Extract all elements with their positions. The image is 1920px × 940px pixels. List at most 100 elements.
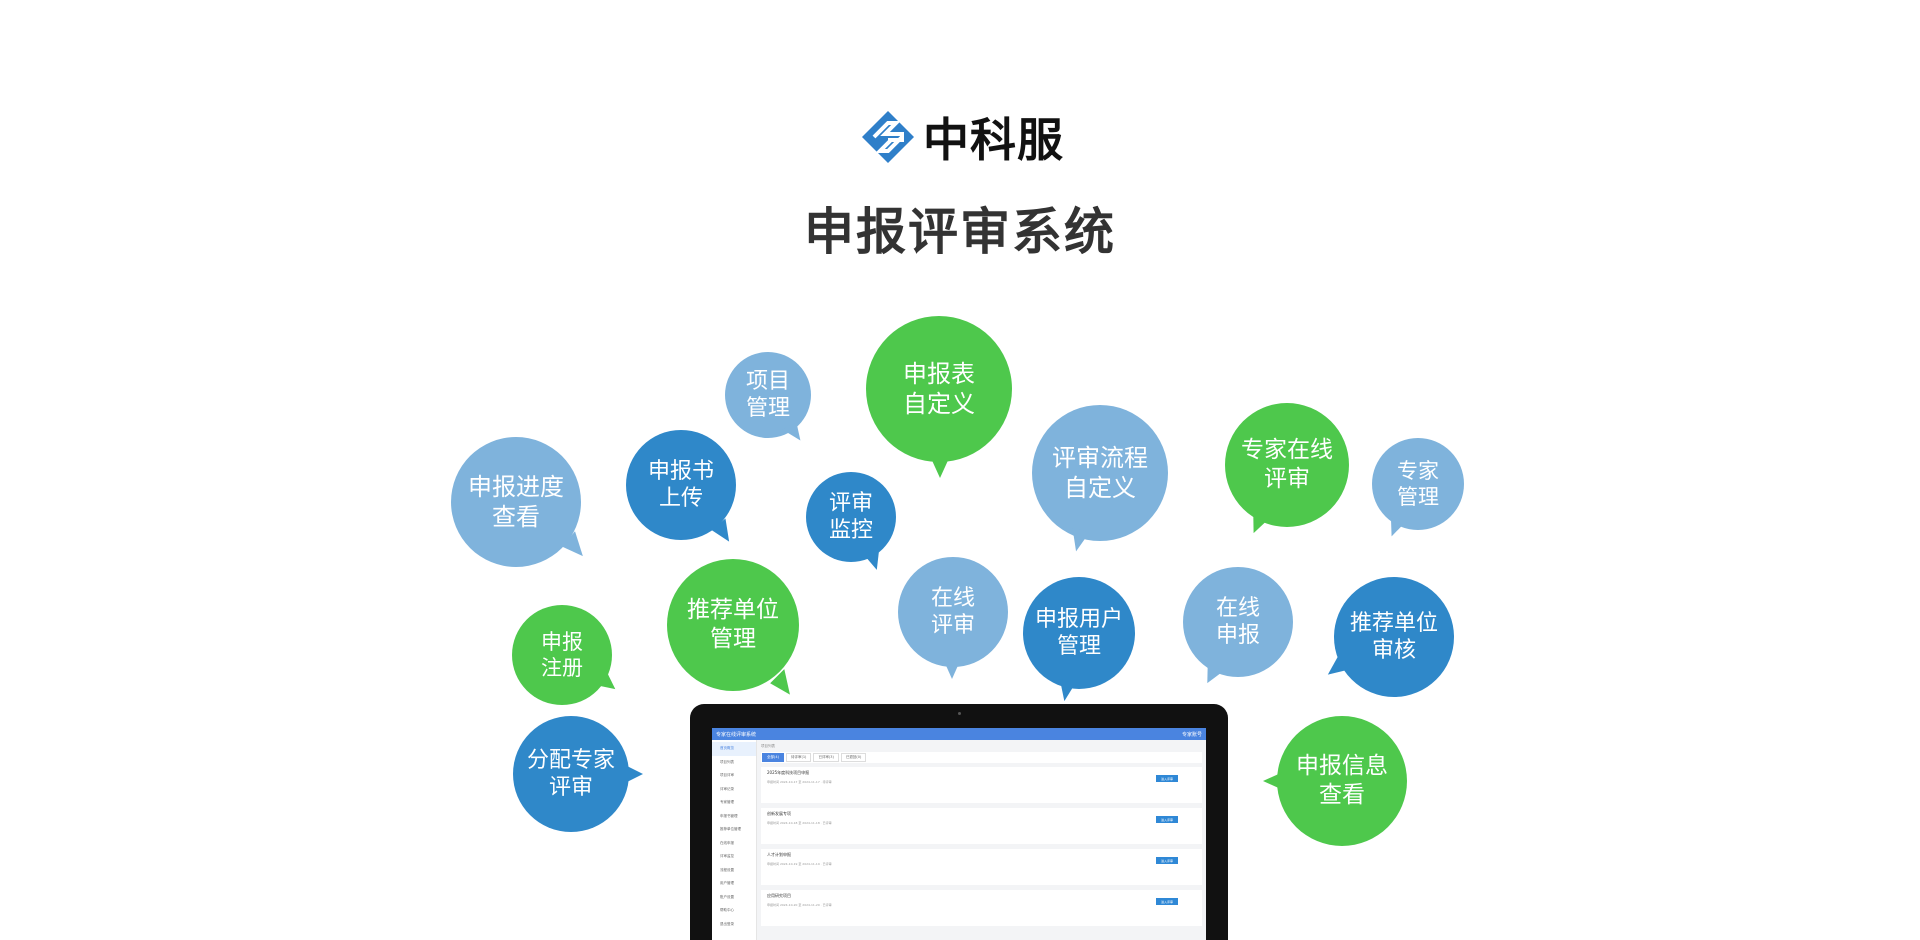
screen-breadcrumb: 项目列表 <box>761 744 775 748</box>
bubble-tail <box>1054 679 1076 703</box>
brand-mark-icon <box>862 111 914 163</box>
bubble-tail <box>596 669 622 695</box>
bubble-line: 上传 <box>658 486 703 511</box>
screen-card-button: 进入评审 <box>1156 898 1178 905</box>
screen-sidebar-item: 评审监控 <box>720 854 734 859</box>
screen-sidebar-item: 首页概览 <box>712 742 756 756</box>
screen-main: 项目列表 全部(4) 待评审(1) 已评审(3) 已退回(0) 2025年度科技… <box>757 740 1206 940</box>
screen-header: 专家在线评审系统 专家账号 <box>712 728 1206 740</box>
bubble-line: 推荐单位 <box>1349 610 1438 636</box>
bubble-line: 在线 <box>1215 595 1260 621</box>
bubble-line: 评审 <box>1264 466 1310 492</box>
bubble-line: 专家在线 <box>1241 437 1333 464</box>
laptop-mockup: 专家在线评审系统 专家账号 首页概览 项目列表 项目评审 评审记录 专家管理 申… <box>690 704 1228 940</box>
brand-name: 中科服 <box>923 113 1064 167</box>
bubble-line: 申报 <box>541 629 583 654</box>
laptop-screen: 专家在线评审系统 专家账号 首页概览 项目列表 项目评审 评审记录 专家管理 申… <box>712 728 1206 940</box>
bubble-line: 查看 <box>492 503 540 531</box>
screen-card-meta: 申报时间 2024-10-20 至 2024-11-20 · 已评审 <box>767 903 832 907</box>
bubble-tail <box>781 422 805 446</box>
bubble-progress-view: 申报进度 查看 <box>451 437 592 567</box>
bubble-line: 专家 <box>1397 458 1439 483</box>
bubble-tail <box>1064 526 1090 554</box>
bubble-line: 推荐单位 <box>687 597 779 624</box>
screen-card-meta: 申报时间 2024-10-17 至 2024-11-17 · 待评审 <box>767 780 832 784</box>
bubble-tail <box>944 661 960 679</box>
bubble-tail <box>1243 509 1269 537</box>
bubble-line: 项目 <box>745 368 790 394</box>
brand-logo: 中科服 <box>861 104 1064 170</box>
bubble-line: 自定义 <box>903 390 975 418</box>
screen-sidebar-item: 帮助中心 <box>720 908 734 913</box>
bubble-line: 申报用户 <box>1034 606 1123 632</box>
screen-card-meta: 申报时间 2024-10-19 至 2024-11-19 · 已评审 <box>767 862 832 866</box>
bubble-line: 申报表 <box>903 360 975 388</box>
camera-dot <box>958 712 961 715</box>
bubble-line: 查看 <box>1319 782 1365 808</box>
screen-card: 2025年度科技项目申报 申报时间 2024-10-17 至 2024-11-1… <box>761 767 1202 803</box>
bubble-line: 评审 <box>930 613 975 638</box>
bubble-line: 管理 <box>1056 634 1101 659</box>
bubble-line: 申报书 <box>647 458 714 484</box>
screen-card-button: 进入评审 <box>1156 816 1178 823</box>
bubble-tail <box>1263 772 1283 790</box>
bubble-recommender-management: 推荐单位 管理 <box>667 559 800 699</box>
screen-sidebar-item: 项目评审 <box>720 773 734 778</box>
page-title: 申报评审系统 <box>804 203 1116 261</box>
screen-card-button: 进入评审 <box>1156 857 1178 864</box>
bubble-line: 申报信息 <box>1296 753 1388 780</box>
screen-tabs: 全部(4) 待评审(1) 已评审(3) 已退回(0) <box>761 752 1202 763</box>
bubble-document-upload: 申报书 上传 <box>626 430 739 546</box>
bubble-review-workflow: 评审流程 自定义 <box>1032 405 1168 554</box>
bubble-tail <box>1197 661 1223 687</box>
bubble-tail <box>930 456 950 478</box>
screen-card: 创新发展专项 申报时间 2024-10-18 至 2024-11-18 · 已评… <box>761 808 1202 844</box>
bubble-form-customization: 申报表 自定义 <box>866 316 1012 478</box>
screen-sidebar-item: 用户管理 <box>720 881 734 886</box>
bubble-line: 管理 <box>710 626 756 652</box>
screen-card-button: 进入评审 <box>1156 775 1178 782</box>
bubble-online-application: 在线 申报 <box>1183 567 1293 687</box>
bubble-tail <box>1382 517 1404 539</box>
bubble-tail <box>623 764 643 784</box>
bubble-online-review: 在线 评审 <box>898 557 1008 679</box>
bubble-line: 审核 <box>1371 638 1416 663</box>
screen-tab: 已评审(3) <box>813 753 839 762</box>
bubble-assign-experts: 分配专家 评审 <box>513 716 643 832</box>
bubble-line: 管理 <box>1397 485 1439 509</box>
screen-card: 人才计划申报 申报时间 2024-10-19 至 2024-11-19 · 已评… <box>761 849 1202 885</box>
bubble-line: 申报 <box>1215 623 1260 648</box>
bubble-user-management: 申报用户 管理 <box>1023 577 1135 703</box>
screen-sidebar-item: 流程设置 <box>720 867 734 872</box>
bubble-line: 申报进度 <box>468 473 564 501</box>
screen-card-title: 应用研究项目 <box>767 893 791 898</box>
bubble-line: 评审流程 <box>1052 444 1148 472</box>
bubble-tail <box>562 531 592 561</box>
screen-sidebar-item: 账户设置 <box>720 894 734 899</box>
bubble-line: 监控 <box>828 518 873 543</box>
bubble-tail <box>1321 654 1349 680</box>
screen-card-title: 创新发展专项 <box>767 811 791 816</box>
screen-tab: 已退回(0) <box>840 753 867 762</box>
bubble-tail <box>711 518 739 546</box>
screen-sidebar-item: 在线申报 <box>720 840 734 845</box>
bubble-line: 自定义 <box>1064 474 1136 502</box>
bubble-tail <box>770 669 800 699</box>
bubble-recommender-audit: 推荐单位 审核 <box>1321 577 1454 697</box>
screen-card-title: 2025年度科技项目申报 <box>767 770 810 775</box>
bubble-expert-online-review: 专家在线 评审 <box>1225 403 1349 537</box>
bubble-expert-management: 专家 管理 <box>1372 438 1464 539</box>
bubble-line: 注册 <box>541 656 583 680</box>
bubble-tail <box>865 552 885 572</box>
screen-sidebar-item: 退出登录 <box>720 921 734 926</box>
screen-user: 专家账号 <box>1181 731 1202 738</box>
bubble-line: 管理 <box>745 396 790 421</box>
bubble-line: 评审 <box>548 775 593 800</box>
screen-sidebar-item: 推荐单位管理 <box>720 827 741 832</box>
bubble-application-info: 申报信息 查看 <box>1263 716 1407 846</box>
screen-card: 应用研究项目 申报时间 2024-10-20 至 2024-11-20 · 已评… <box>761 890 1202 926</box>
bubble-line: 评审 <box>828 490 873 516</box>
bubble-line: 在线 <box>930 585 975 611</box>
bubble-project-management: 项目 管理 <box>725 352 811 446</box>
bubble-line: 分配专家 <box>526 747 615 773</box>
